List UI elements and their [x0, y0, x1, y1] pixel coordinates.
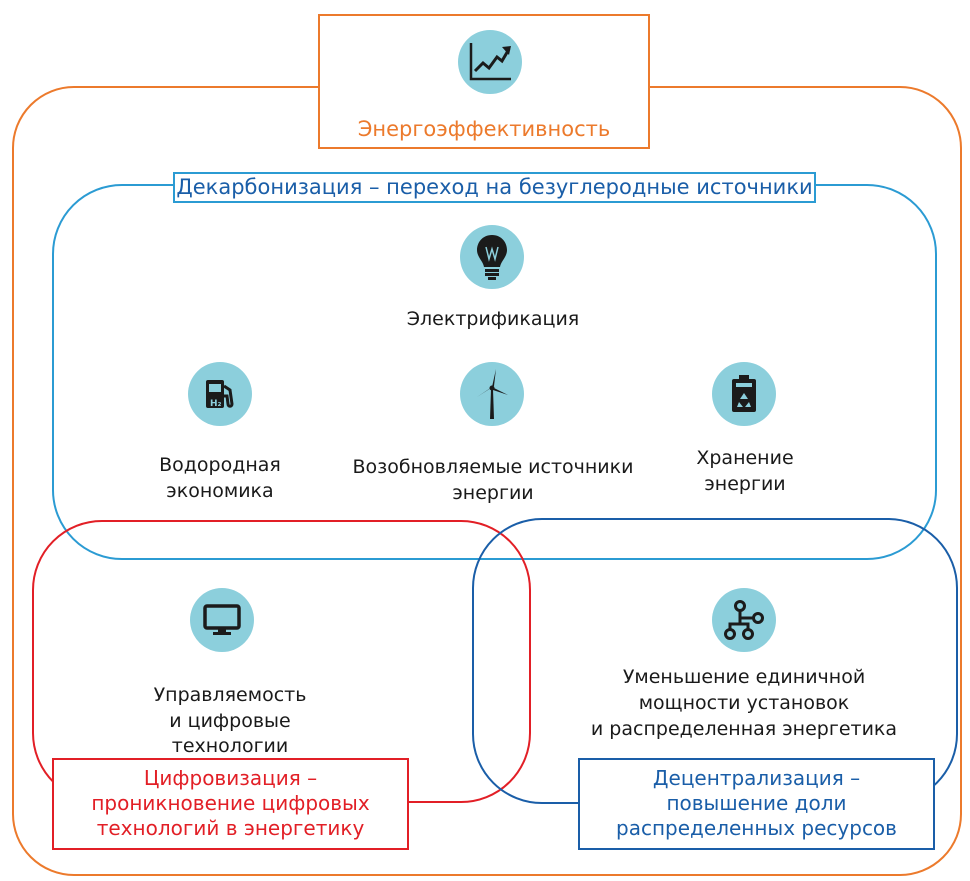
wind-turbine-icon	[460, 362, 524, 426]
hydrogen-fuel-pump-icon: H₂	[188, 362, 252, 426]
storage-label-line2: энергии	[704, 473, 786, 495]
decentralization-title-line1: Децентрализация –	[652, 766, 861, 790]
growth-chart-icon	[458, 30, 522, 94]
renewables-label-line2: энергии	[452, 482, 534, 504]
electrification-label: Электрификация	[406, 308, 580, 330]
light-bulb-icon	[460, 225, 524, 289]
svg-text:H₂: H₂	[210, 399, 222, 409]
digital-item-label-line2: и цифровые технологии	[169, 710, 291, 757]
digitalization-title-box: Цифровизация – проникновение цифровых те…	[52, 758, 409, 850]
renewables-label-line1: Возобновляемые источники	[352, 456, 634, 478]
decentral-item-label-line3: и распределенная энергетика	[590, 718, 898, 740]
decentralization-title-line2: повышение доли	[666, 791, 847, 815]
storage-label-line1: Хранение	[696, 447, 794, 469]
energy-efficiency-title: Энергоэффективность	[357, 117, 611, 141]
decarbonization-title: Декарбонизация – переход на безуглеродны…	[173, 172, 816, 203]
monitor-icon	[190, 588, 254, 652]
decentral-item-label-line2: мощности установок	[638, 692, 850, 714]
hydrogen-label-line1: Водородная	[159, 454, 281, 476]
network-nodes-icon	[712, 588, 776, 652]
battery-recycle-icon	[712, 362, 776, 426]
decentralization-title-line3: распределенных ресурсов	[616, 816, 897, 840]
digitalization-title-line1: Цифровизация –	[143, 766, 318, 790]
digital-item-label-line1: Управляемость	[153, 684, 307, 706]
decentral-item-label-line1: Уменьшение единичной	[622, 666, 866, 688]
digitalization-title-line3: технологий в энергетику	[96, 816, 365, 840]
digitalization-title-line2: проникновение цифровых	[91, 791, 370, 815]
decentralization-title-box: Децентрализация – повышение доли распред…	[578, 758, 935, 850]
hydrogen-label-line2: экономика	[166, 480, 274, 502]
